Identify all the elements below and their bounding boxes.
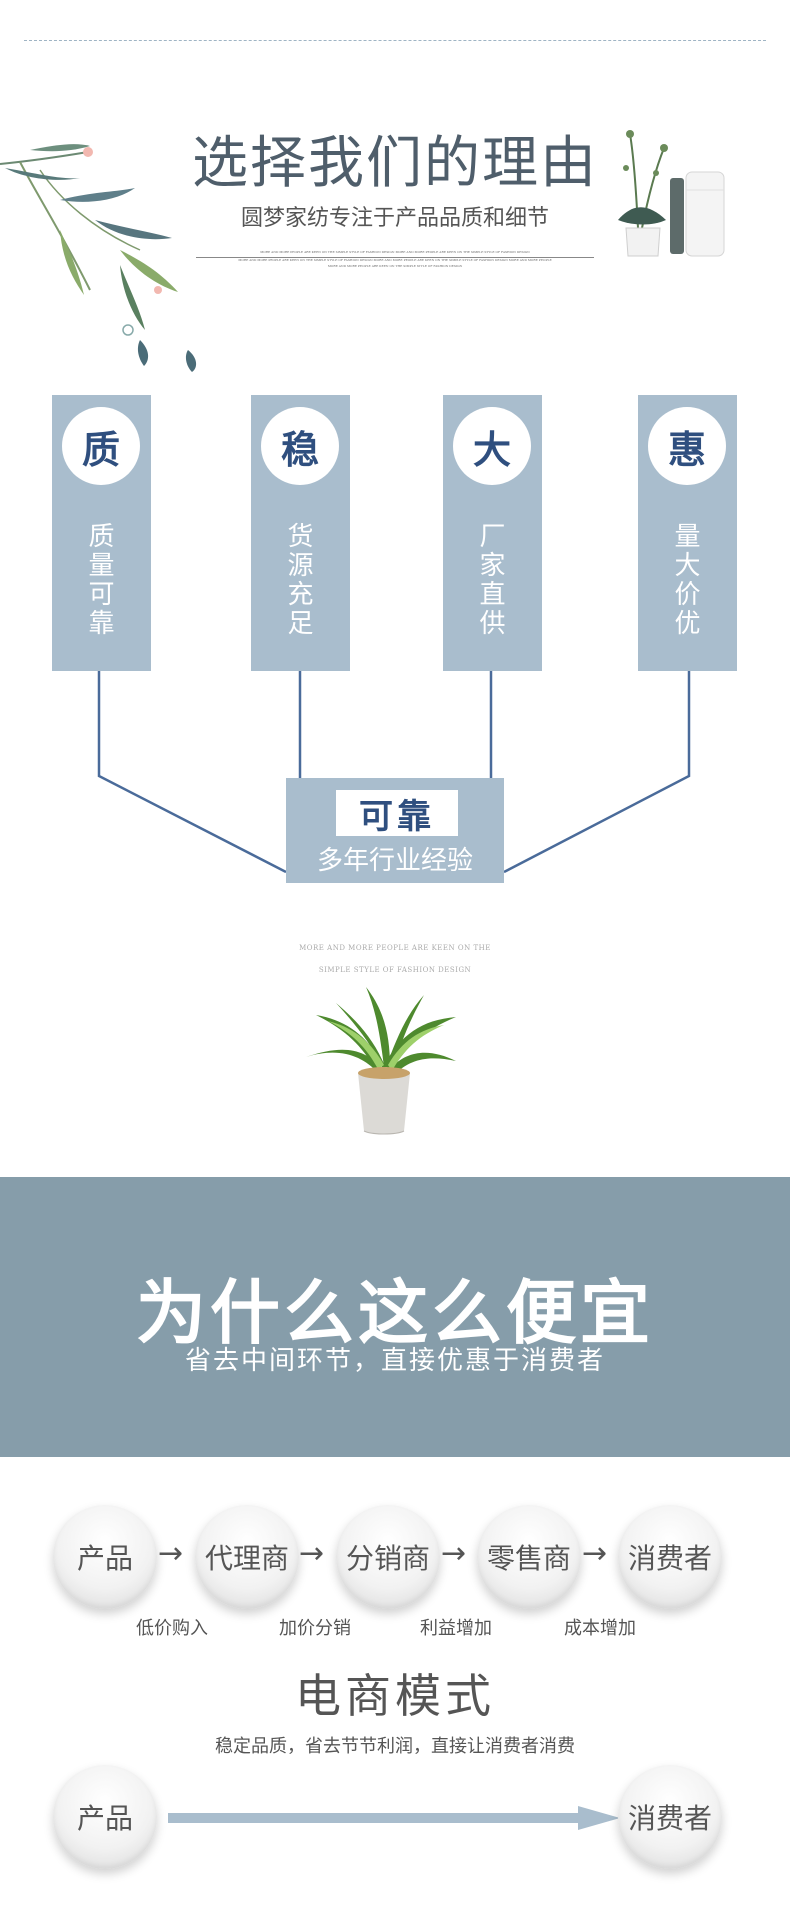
pillar-factory: 大 厂家直供 [443,395,542,671]
banner-title: 为什么这么便宜 [136,1272,654,1354]
reliable-label: 可靠 [336,790,458,837]
banner-subtitle: 省去中间环节，直接优惠于消费者 [184,1346,605,1376]
ecommerce-subtitle: 稳定品质，省去节节利润，直接让消费者消费 [215,1736,575,1757]
dashed-divider [24,40,766,41]
pillar-text: 货源充足 [287,522,314,639]
pillar-discount: 惠 量大价优 [638,395,737,671]
fine-print-line-1: MORE AND MORE PEOPLE ARE KEEN ON THE SIM… [260,250,530,254]
arrow-right-icon: → [158,1536,184,1571]
pillar-badge: 稳 [261,407,339,485]
chain-node-retailer: 零售商 [477,1505,581,1609]
pillar-badge: 质 [62,407,140,485]
step-label-markup: 加价分销 [279,1618,351,1639]
step-label-profit: 利益增加 [420,1618,492,1639]
arrow-right-icon: → [441,1536,467,1571]
ecommerce-title: 电商模式 [295,1669,495,1723]
pillar-stable: 稳 货源充足 [251,395,350,671]
page-title: 选择我们的理由 [192,131,598,196]
pillar-text: 厂家直供 [479,522,506,639]
title-underline [196,257,594,258]
ecommerce-node-product: 产品 [53,1765,157,1869]
pillar-quality: 质 质量可靠 [52,395,151,671]
step-label-low-price: 低价购入 [136,1618,208,1639]
fine-print-line-3: MORE AND MORE PEOPLE ARE KEEN ON THE SIM… [327,264,463,268]
caption-line-2: SIMPLE STYLE OF FASHION DESIGN [318,966,472,974]
potted-plant-vases-image [608,128,738,263]
why-cheap-banner: 为什么这么便宜 省去中间环节，直接优惠于消费者 [0,1177,790,1457]
pillar-badge: 大 [453,407,531,485]
ecommerce-node-consumer: 消费者 [618,1765,722,1869]
chain-node-agent: 代理商 [195,1505,299,1609]
page-subtitle: 圆梦家纺专注于产品品质和细节 [240,206,549,231]
caption-line-1: MORE AND MORE PEOPLE ARE KEEN ON THE [299,944,491,952]
arrow-right-icon: → [582,1536,608,1571]
connector-lines [97,671,691,874]
long-arrow-icon [168,1806,620,1830]
reliable-box: 可靠 多年行业经验 [286,778,504,883]
chain-node-consumer: 消费者 [618,1505,722,1609]
step-label-cost: 成本增加 [564,1618,636,1639]
bamboo-leaves-decoration [0,144,197,372]
pillar-text: 质量可靠 [88,522,115,639]
chain-node-distributor: 分销商 [336,1505,440,1609]
chain-node-product: 产品 [53,1505,157,1609]
pillar-text: 量大价优 [674,522,701,639]
pillar-badge: 惠 [648,407,726,485]
potted-plant-image [306,987,456,1135]
arrow-right-icon: → [299,1536,325,1571]
reliable-subtitle: 多年行业经验 [316,846,473,876]
fine-print-line-2: MORE AND MORE PEOPLE ARE KEEN ON THE SIM… [238,258,552,262]
